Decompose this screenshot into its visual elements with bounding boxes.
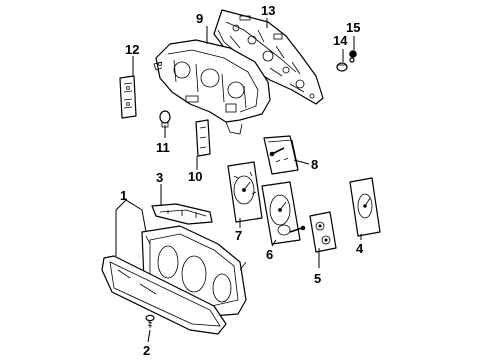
retainer-part <box>151 203 213 225</box>
callout-5: 5 <box>314 271 321 286</box>
bulb-socket-part <box>336 62 348 72</box>
small-bulb-part <box>349 50 357 63</box>
callout-11: 11 <box>156 140 170 155</box>
callout-6: 6 <box>266 247 273 262</box>
callout-13: 13 <box>261 3 275 18</box>
screw-part <box>145 314 155 328</box>
printed-circuit-strip-part <box>119 75 137 119</box>
callout-3: 3 <box>156 170 163 185</box>
callout-9: 9 <box>196 11 203 26</box>
callout-12: 12 <box>125 42 139 57</box>
callout-15: 15 <box>346 20 360 35</box>
callout-1: 1 <box>120 188 127 203</box>
speedometer-part <box>227 161 263 223</box>
callout-labels: 13 9 15 14 12 11 10 8 3 1 7 4 6 5 2 <box>120 3 364 358</box>
callout-4: 4 <box>356 241 364 256</box>
callout-2: 2 <box>143 343 150 358</box>
tachometer-part <box>261 181 306 245</box>
temperature-gauge-part <box>309 211 337 253</box>
cluster-lens-part <box>101 255 227 335</box>
bracket-part <box>195 119 211 157</box>
oil-pressure-gauge-part <box>349 177 381 237</box>
cluster-housing-part <box>153 39 271 135</box>
callout-7: 7 <box>235 228 242 243</box>
leader-lines <box>115 18 362 343</box>
callout-8: 8 <box>311 157 318 172</box>
fuel-gauge-part <box>263 135 299 175</box>
bulb-part <box>159 110 171 128</box>
callout-10: 10 <box>188 169 202 184</box>
callout-14: 14 <box>333 33 348 48</box>
